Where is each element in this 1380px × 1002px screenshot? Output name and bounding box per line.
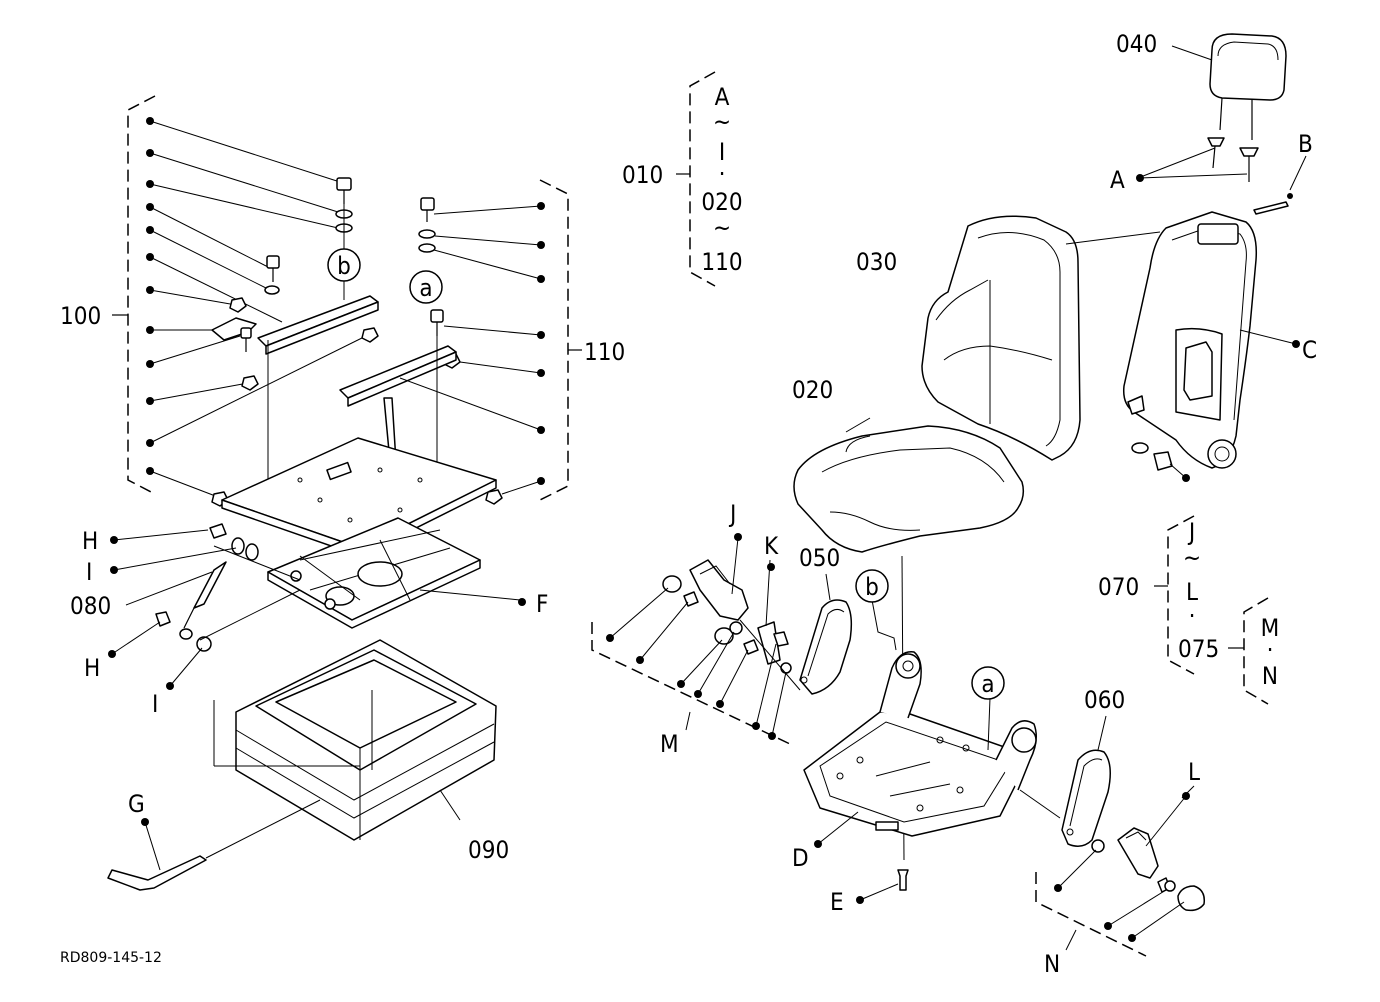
range-010-line-7: 110 — [701, 248, 742, 276]
callout-075: 075 — [1178, 635, 1219, 663]
range-010-line-5: 020 — [701, 188, 742, 216]
range-070-line-3: L — [1186, 578, 1198, 606]
suspension-mechanism — [267, 517, 521, 629]
callout-I-upper: I — [86, 558, 92, 586]
callout-030: 030 — [856, 248, 897, 276]
callout-040: 040 — [1116, 30, 1157, 58]
range-010-group: A ~ I · 020 ~ 110 — [676, 71, 743, 287]
backrest-cushion-030 — [921, 215, 1161, 461]
lever-G — [107, 799, 321, 891]
callout-F: F — [536, 590, 548, 618]
drawing-code: RD809-145-12 — [60, 950, 162, 966]
callout-B: B — [1298, 130, 1313, 158]
callout-M: M — [660, 730, 679, 758]
leader-lines-100 — [149, 120, 371, 498]
back-shell-C — [1122, 211, 1297, 479]
leader-dots-110 — [537, 202, 545, 485]
circle-a-left: a — [419, 274, 432, 302]
range-070-line-2: ~ — [1183, 544, 1201, 572]
side-cover-060 — [1019, 715, 1111, 847]
circle-a-right: a — [981, 670, 994, 698]
callout-090: 090 — [468, 836, 509, 864]
range-070-line-4: · — [1189, 602, 1196, 630]
callout-G: G — [128, 790, 145, 818]
callout-020: 020 — [792, 376, 833, 404]
callout-110: 110 — [584, 338, 625, 366]
callout-060: 060 — [1084, 686, 1125, 714]
leader-dots-100 — [146, 117, 154, 475]
callout-I-lower: I — [152, 690, 158, 718]
seat-box-090 — [213, 639, 497, 841]
shock-absorber-080 — [155, 523, 301, 652]
range-010-line-4: · — [719, 160, 726, 188]
armrest-J-bracket-dash — [591, 533, 791, 745]
range-075-line-3: N — [1262, 662, 1278, 690]
range-010-line-1: A — [715, 83, 730, 111]
range-070-line-1: J — [1187, 518, 1195, 546]
group-110-hardware — [339, 197, 503, 505]
group-110-bracket — [399, 179, 582, 501]
group-100-bracket — [112, 95, 371, 498]
seat-frame-D — [803, 651, 1037, 845]
range-010-line-2: ~ — [713, 108, 731, 136]
bolt-hardware-left — [211, 177, 379, 507]
callout-labels: 040 030 020 050 060 070 075 080 090 100 … — [60, 30, 1317, 978]
headrest-040 — [1171, 33, 1287, 182]
range-070-group: J ~ L · M · N — [1154, 515, 1280, 705]
callout-070: 070 — [1098, 573, 1139, 601]
circle-b-left: b — [337, 252, 351, 280]
callout-A: A — [1110, 166, 1125, 194]
callout-H-upper: H — [82, 527, 98, 555]
circle-b-right: b — [865, 573, 879, 601]
range-010-line-6: ~ — [713, 214, 731, 242]
callout-N: N — [1044, 950, 1060, 978]
armrest-L-group — [1035, 785, 1206, 957]
callout-080: 080 — [70, 592, 111, 620]
range-075-line-2: · — [1267, 636, 1274, 664]
callout-C: C — [1302, 336, 1317, 364]
callout-100: 100 — [60, 302, 101, 330]
callout-K: K — [764, 532, 779, 560]
range-075-line-1: M — [1261, 614, 1280, 642]
range-010-line-3: I — [719, 138, 725, 166]
suspension-top-plate — [221, 437, 497, 557]
callout-E: E — [830, 888, 844, 916]
side-cover-050 — [799, 573, 853, 695]
callout-L: L — [1188, 758, 1200, 786]
callout-J: J — [728, 500, 736, 528]
callout-D: D — [792, 844, 809, 872]
armrest-bracket-J — [662, 537, 801, 691]
callout-010: 010 — [622, 161, 663, 189]
callout-050: 050 — [799, 544, 840, 572]
callout-H-lower: H — [84, 654, 100, 682]
